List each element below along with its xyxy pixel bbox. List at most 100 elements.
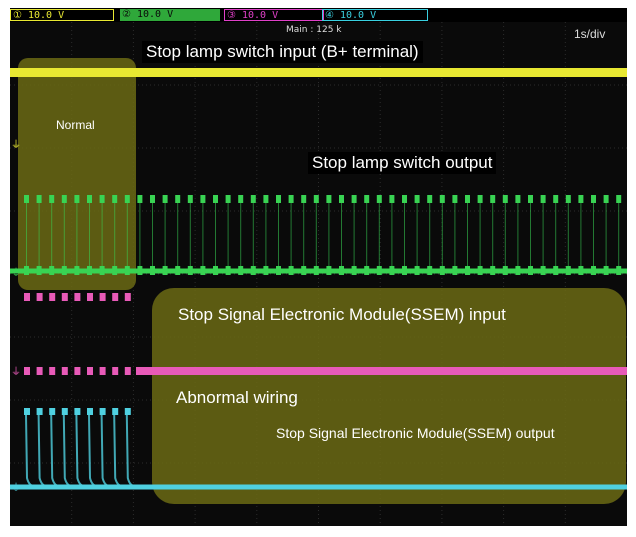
ch3-pulse-bottom	[87, 367, 93, 375]
ground-marker-icon: ⏚	[11, 366, 21, 378]
ch3-pulse-top	[74, 293, 81, 301]
ch2-pulse-top	[200, 195, 206, 203]
ch2-pulse-top	[175, 195, 181, 203]
ch4-pulse-top	[49, 408, 56, 415]
ch3-pulse-bottom	[36, 367, 43, 375]
ch2-pulse-top	[540, 195, 546, 203]
ch2-pulse-top	[61, 195, 67, 203]
ch4-pulse-top	[124, 408, 131, 415]
ch2-pulse-top	[465, 195, 470, 203]
ch3-pulse-bottom	[61, 367, 68, 375]
ch2-pulse-top	[376, 195, 382, 203]
ch2-pulse-bottom	[528, 266, 533, 275]
ch2-pulse-bottom	[276, 266, 281, 275]
channel-3-status[interactable]: ③ 10.0 V	[224, 9, 324, 21]
ch2-pulse-top	[49, 195, 55, 203]
ch2-pulse-top	[225, 195, 231, 203]
ch2-pulse-bottom	[578, 266, 584, 275]
ch2-pulse-top	[276, 195, 281, 203]
ch2-pulse-top	[452, 195, 458, 203]
ch2-pulse-top	[490, 195, 496, 203]
ch2-pulse-bottom	[74, 266, 80, 275]
ch2-pulse-bottom	[150, 266, 155, 275]
ch3-pulse-bottom	[74, 367, 81, 375]
ch3-pulse-top	[49, 293, 56, 301]
ch4-pulse-decay	[88, 414, 98, 487]
ch2-pulse-bottom	[351, 266, 357, 275]
ch2-pulse-bottom	[225, 266, 231, 275]
ch2-pulse-bottom	[36, 266, 42, 275]
ch2-pulse-bottom	[553, 266, 559, 275]
ch2-pulse-top	[36, 195, 42, 203]
ch2-pulse-top	[112, 195, 118, 203]
ch2-pulse-top	[99, 195, 105, 203]
ch2-pulse-bottom	[137, 266, 143, 275]
ch2-pulse-bottom	[540, 266, 546, 275]
ch2-pulse-bottom	[515, 266, 521, 275]
ch2-pulse-bottom	[112, 266, 118, 275]
ch2-pulse-top	[288, 195, 294, 203]
ch2-pulse-top	[414, 195, 420, 203]
ch2-pulse-bottom	[477, 266, 483, 275]
ch2-pulse-bottom	[313, 266, 319, 275]
ch2-pulse-top	[402, 195, 407, 203]
ch2-pulse-top	[439, 195, 445, 203]
ch3-pulse-bottom	[49, 367, 56, 375]
channel-4-number-icon: ④	[325, 10, 334, 21]
channel-2-status[interactable]: ② 10.0 V	[120, 9, 220, 21]
ch2-pulse-top	[162, 195, 168, 203]
ch2-pulse-bottom	[616, 266, 622, 275]
ch2-pulse-bottom	[87, 266, 92, 275]
ch2-pulse-bottom	[326, 266, 332, 275]
label-abnormal-wiring: Abnormal wiring	[176, 388, 298, 407]
ch2-pulse-bottom	[502, 266, 508, 275]
label-normal: Normal	[56, 118, 95, 132]
ch2-pulse-top	[187, 195, 193, 203]
ch2-pulse-top	[124, 195, 130, 203]
ch2-pulse-bottom	[603, 266, 609, 275]
ground-marker-icon: ⏚	[11, 139, 21, 151]
ch4-pulse-decay	[62, 414, 72, 487]
ch2-pulse-top	[150, 195, 155, 203]
ch2-pulse-top	[137, 195, 143, 203]
ch2-pulse-bottom	[402, 266, 407, 275]
ch4-pulse-top	[61, 408, 68, 415]
label-ssem-output: Stop Signal Electronic Module(SSEM) outp…	[276, 425, 555, 441]
ch2-pulse-bottom	[213, 266, 218, 275]
ch2-pulse-bottom	[301, 266, 307, 275]
ch2-pulse-top	[515, 195, 521, 203]
ch2-pulse-bottom	[452, 266, 458, 275]
ch3-pulse-top	[61, 293, 68, 301]
ch2-pulse-bottom	[591, 266, 596, 275]
main-info: Main : 125 k	[286, 25, 342, 35]
ch3-pulse-bottom	[24, 367, 30, 375]
ch4-pulse-decay	[37, 414, 47, 487]
channel-1-status[interactable]: ① 10.0 V	[10, 9, 114, 21]
ch2-pulse-top	[616, 195, 622, 203]
oscilloscope-screen: ① 10.0 V ② 10.0 V ③ 10.0 V ④ 10.0 V ⏚⏚⏚⏚…	[10, 8, 627, 526]
ch2-pulse-top	[351, 195, 357, 203]
channel-1-number-icon: ①	[13, 10, 22, 21]
ch2-pulse-top	[301, 195, 307, 203]
ch3-pulse-top	[112, 293, 119, 301]
ch4-pulse-top	[74, 408, 81, 415]
ch2-pulse-top	[528, 195, 533, 203]
ch2-pulse-bottom	[200, 266, 206, 275]
ch4-pulse-top	[87, 408, 93, 415]
channel-4-status[interactable]: ④ 10.0 V	[322, 9, 428, 21]
channel-3-number-icon: ③	[227, 10, 236, 21]
ch4-pulse-top	[112, 408, 119, 415]
ground-marker-icon: ⏚	[11, 482, 21, 494]
abnormal-highlight-region	[152, 288, 626, 504]
ch2-pulse-bottom	[364, 266, 370, 275]
ch2-pulse-top	[313, 195, 319, 203]
ch2-pulse-top	[502, 195, 508, 203]
ch2-pulse-top	[263, 195, 269, 203]
ch2-pulse-top	[326, 195, 332, 203]
timebase-readout: 1s/div	[574, 27, 606, 41]
ch3-pulse-top	[36, 293, 43, 301]
ch4-pulse-decay	[25, 414, 35, 487]
ch2-pulse-bottom	[465, 266, 470, 275]
ch1-trace	[10, 68, 627, 77]
ch2-pulse-top	[603, 195, 609, 203]
